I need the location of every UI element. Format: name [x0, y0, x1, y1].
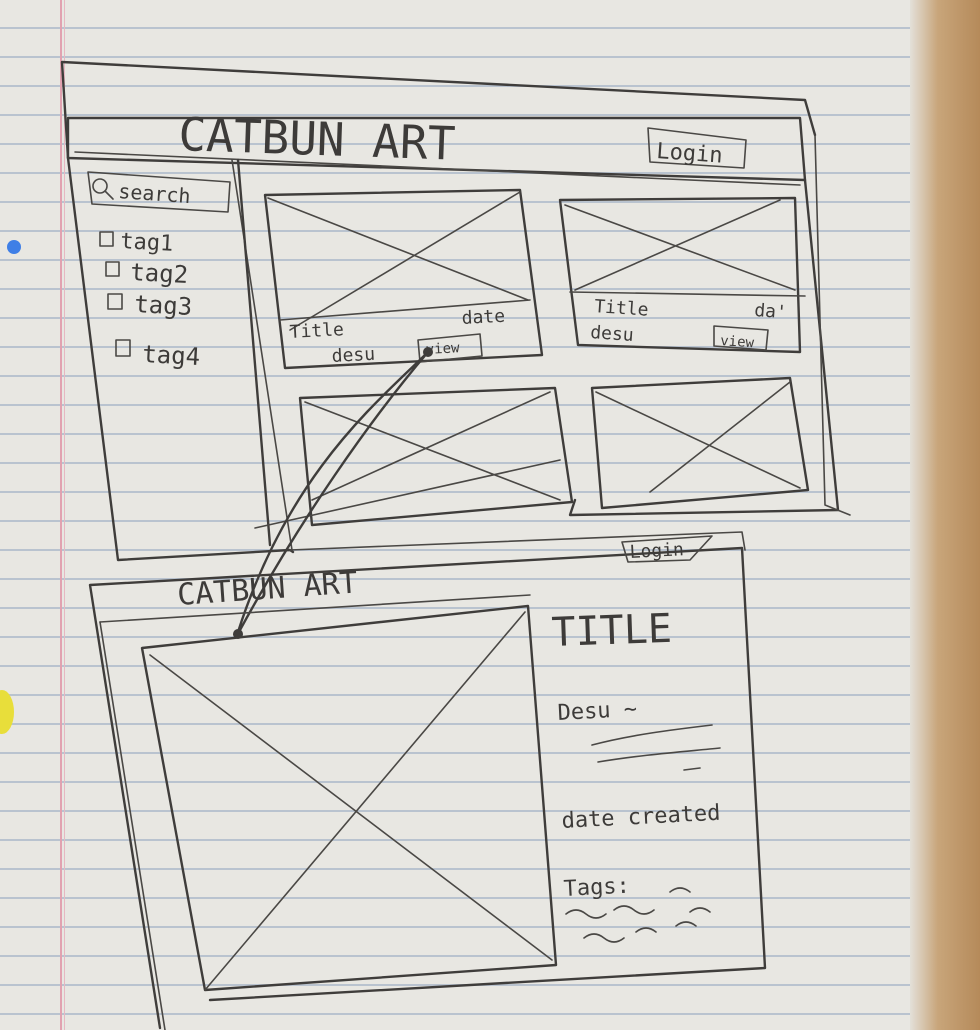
gallery-login-button[interactable]: Login — [647, 127, 747, 169]
tag-label-4: tag4 — [142, 340, 201, 371]
tag-checkbox-1[interactable]: tag1 — [99, 229, 174, 257]
detail-outer-frame — [88, 546, 767, 1030]
margin-line-secondary — [64, 0, 65, 1030]
card-2-title: Title — [594, 296, 650, 321]
tags-scribble — [565, 887, 711, 943]
description-scribble — [591, 724, 721, 771]
gallery-header-underline — [74, 151, 801, 186]
card-1-title: Title — [289, 319, 344, 343]
tag-filter-list: tag1 tag2 tag3 tag4 — [99, 229, 201, 371]
flow-arrow — [236, 350, 430, 634]
card-1-date: date — [461, 306, 505, 329]
gallery-search-label: search — [118, 179, 192, 208]
art-card-2[interactable]: Title da' desu view — [558, 196, 806, 354]
notebook-paper — [0, 0, 930, 1030]
detail-header-underline — [99, 594, 531, 623]
tag-checkbox-3[interactable]: tag3 — [107, 290, 193, 321]
blue-dot — [7, 240, 21, 254]
card-2-desc: desu — [590, 322, 635, 346]
card-1-view-button[interactable]: view — [417, 333, 483, 363]
image-placeholder-3 — [254, 391, 561, 529]
detail-login-label: Login — [629, 539, 684, 563]
card-1-desc: desu — [331, 344, 375, 367]
tag-checkbox-2[interactable]: tag2 — [105, 258, 189, 289]
detail-wireframe: CATBUN ART Login TITLE Desu ~ date creat… — [88, 531, 767, 1030]
image-placeholder-2 — [564, 199, 796, 291]
art-card-1[interactable]: Title date desu view — [263, 188, 544, 370]
tag-label-2: tag2 — [130, 258, 189, 289]
gallery-login-label: Login — [656, 139, 724, 169]
detail-login-button[interactable]: Login — [621, 535, 713, 563]
detail-description: Desu ~ — [557, 697, 638, 726]
gallery-right-edge — [814, 134, 851, 516]
detail-date-created: date created — [561, 801, 721, 834]
card-2-view-label: view — [720, 333, 755, 351]
tag-label-3: tag3 — [134, 290, 193, 321]
margin-line — [60, 0, 62, 1030]
detail-frame-top — [289, 531, 746, 551]
gallery-body-frame — [66, 156, 840, 562]
detail-image-placeholder — [140, 604, 558, 992]
gallery-wireframe: CATBUN ART Login search tag1 tag2 ta — [60, 60, 851, 562]
art-card-4[interactable] — [590, 376, 810, 510]
detail-left-edge — [99, 621, 166, 1030]
search-icon — [92, 178, 108, 194]
image-placeholder-1 — [267, 191, 529, 331]
art-card-3[interactable] — [254, 386, 574, 529]
sidebar-divider — [231, 159, 293, 551]
card-2-date: da' — [754, 300, 788, 323]
card-2-view-button[interactable]: view — [713, 325, 769, 351]
tag-checkbox-4[interactable]: tag4 — [115, 339, 201, 371]
desk-edge — [910, 0, 980, 1030]
detail-tags-label: Tags: — [563, 874, 630, 902]
tag-label-1: tag1 — [120, 229, 174, 257]
image-placeholder-4 — [595, 381, 801, 493]
detail-site-title: CATBUN ART — [176, 565, 359, 613]
detail-art-title: TITLE — [551, 606, 673, 656]
flow-arrow-start — [423, 347, 433, 357]
card-1-view-label: view — [425, 340, 460, 358]
gallery-site-title: CATBUN ART — [178, 107, 457, 171]
yellow-dot — [0, 690, 14, 734]
content-left-border — [236, 158, 272, 547]
gallery-search-box[interactable]: search — [87, 171, 231, 213]
